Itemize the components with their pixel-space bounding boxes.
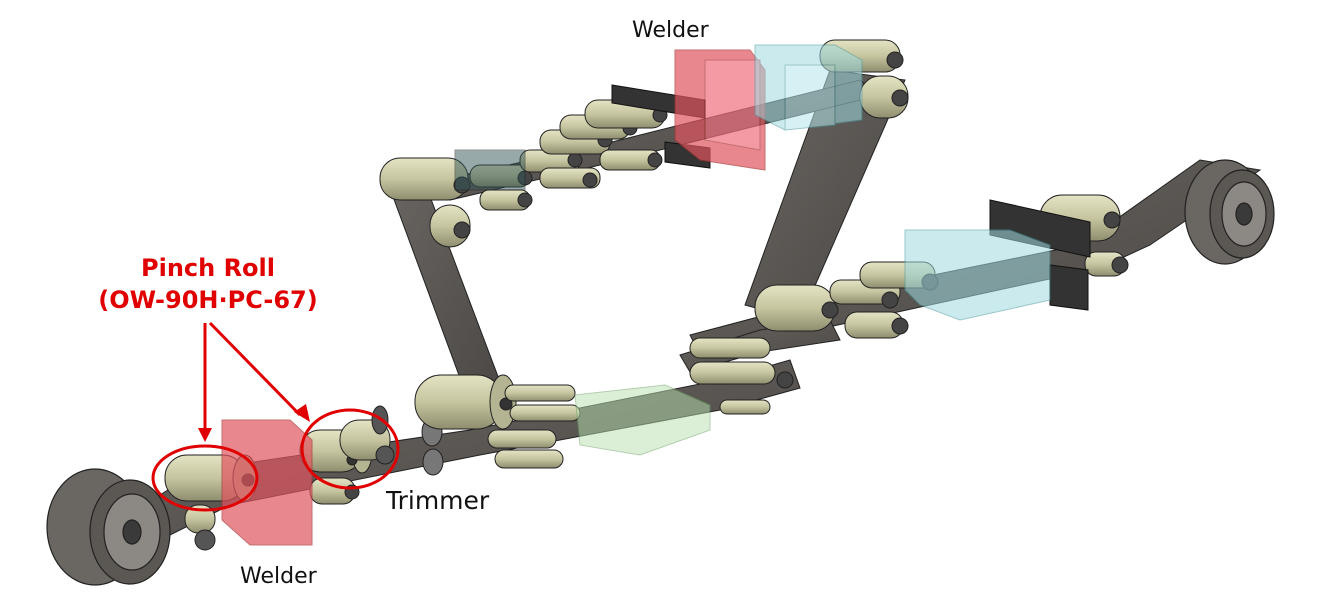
- welder-lower: [221, 419, 313, 546]
- guide: [454, 149, 526, 191]
- pinch-roll-circle-left: [151, 444, 259, 512]
- roller: [859, 75, 909, 119]
- roller: [719, 399, 771, 415]
- callout-model: (OW-90H·PC-67): [98, 286, 318, 314]
- trimmer-box-upper: [754, 44, 863, 131]
- trimmer-label: Trimmer: [386, 486, 490, 515]
- callout-marks: [151, 321, 400, 512]
- pinch-roll-circle-right: [300, 408, 400, 490]
- roller: [309, 477, 360, 505]
- roller: [184, 504, 216, 551]
- pinch-roll-callout: Pinch Roll (OW-90H·PC-67): [78, 252, 338, 316]
- roller: [689, 361, 794, 389]
- welder-top-label: Welder: [632, 18, 709, 43]
- roller: [429, 204, 471, 248]
- roller: [599, 149, 663, 171]
- roller: [844, 311, 909, 339]
- arrow-right: [208, 321, 302, 417]
- roller: [1084, 251, 1129, 277]
- welder-upper: [674, 49, 766, 171]
- arrowheads: [198, 404, 310, 442]
- roller: [509, 404, 581, 422]
- welder-bottom-label: Welder: [240, 564, 317, 589]
- roller: [754, 284, 839, 332]
- roller: [504, 384, 576, 402]
- callout-title: Pinch Roll: [141, 254, 275, 282]
- roller: [414, 374, 517, 430]
- payoff-coil: [46, 468, 171, 586]
- guide-box-center: [574, 384, 711, 456]
- roller: [494, 449, 564, 469]
- roller: [689, 337, 771, 359]
- trimmer-box-right: [904, 229, 1051, 321]
- take-up-coil: [1184, 159, 1275, 265]
- roller: [539, 167, 601, 189]
- roller: [487, 429, 557, 449]
- roller: [479, 189, 533, 211]
